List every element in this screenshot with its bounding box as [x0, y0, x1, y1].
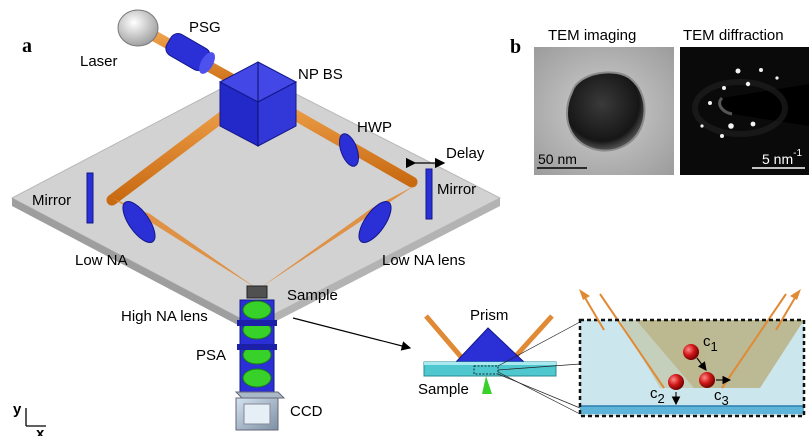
c3-label: c3	[714, 387, 729, 408]
psg-label: PSG	[189, 19, 221, 36]
panel-b-label: b	[510, 36, 521, 58]
tem-diffraction-title: TEM diffraction	[683, 27, 784, 44]
sample-block	[246, 285, 268, 299]
laser	[117, 9, 159, 47]
y-axis-label: y	[13, 401, 22, 418]
delay-label: Delay	[446, 145, 485, 162]
optical-table	[10, 71, 502, 333]
inset-sample-label: Sample	[418, 381, 469, 398]
prism-label: Prism	[470, 307, 508, 324]
zoomed-sample-panel	[578, 293, 806, 418]
mirror-left-label: Mirror	[32, 192, 71, 209]
microscope-column	[237, 299, 277, 393]
mirror-right-label: Mirror	[437, 181, 476, 198]
c1-label: c1	[703, 333, 718, 354]
x-axis-label: x	[36, 425, 45, 436]
panel-a: a	[10, 9, 502, 436]
hwp-plate	[338, 133, 360, 167]
tem-imaging-title: TEM imaging	[548, 27, 636, 44]
low-na-lens-left	[122, 201, 156, 243]
ccd-camera	[234, 391, 286, 431]
particle-c3	[699, 372, 715, 388]
xy-axes: y x	[13, 401, 46, 436]
c2-label: c2	[650, 385, 665, 406]
particle-c2	[668, 374, 684, 390]
tem-image: 50 nm	[534, 47, 674, 175]
np-bs-cube	[218, 61, 298, 147]
hwp-label: HWP	[357, 119, 392, 136]
mirror-right	[425, 168, 433, 220]
high-na-lens-label: High NA lens	[121, 308, 208, 325]
tem-imaging-scale: 50 nm	[538, 151, 577, 167]
particle-c1	[683, 344, 699, 360]
low-na-lens-right	[358, 201, 392, 243]
panel-a-label: a	[22, 35, 32, 57]
tem-diffraction-image: 5 nm-1	[680, 47, 809, 175]
mirror-left	[86, 172, 94, 224]
np-bs-label: NP BS	[298, 66, 343, 83]
low-na-left-label: Low NA	[75, 252, 128, 269]
low-na-right-label: Low NA lens	[382, 252, 465, 269]
inset-pointer	[292, 317, 412, 351]
tem-diffraction-scale: 5 nm-1	[762, 148, 802, 167]
ccd-label: CCD	[290, 403, 323, 420]
prism-inset: Prism Sample c1 c2 c3	[418, 289, 806, 418]
sample-label: Sample	[287, 287, 338, 304]
incident-beam-right	[775, 295, 797, 331]
psg-element	[165, 33, 215, 74]
diffraction-spots	[700, 68, 779, 138]
psa-label: PSA	[196, 347, 226, 364]
panel-b: b TEM imaging TEM diffraction 50 nm	[510, 27, 809, 175]
laser-label: Laser	[80, 53, 118, 70]
prism	[454, 327, 526, 363]
incident-beam-left	[583, 295, 605, 331]
